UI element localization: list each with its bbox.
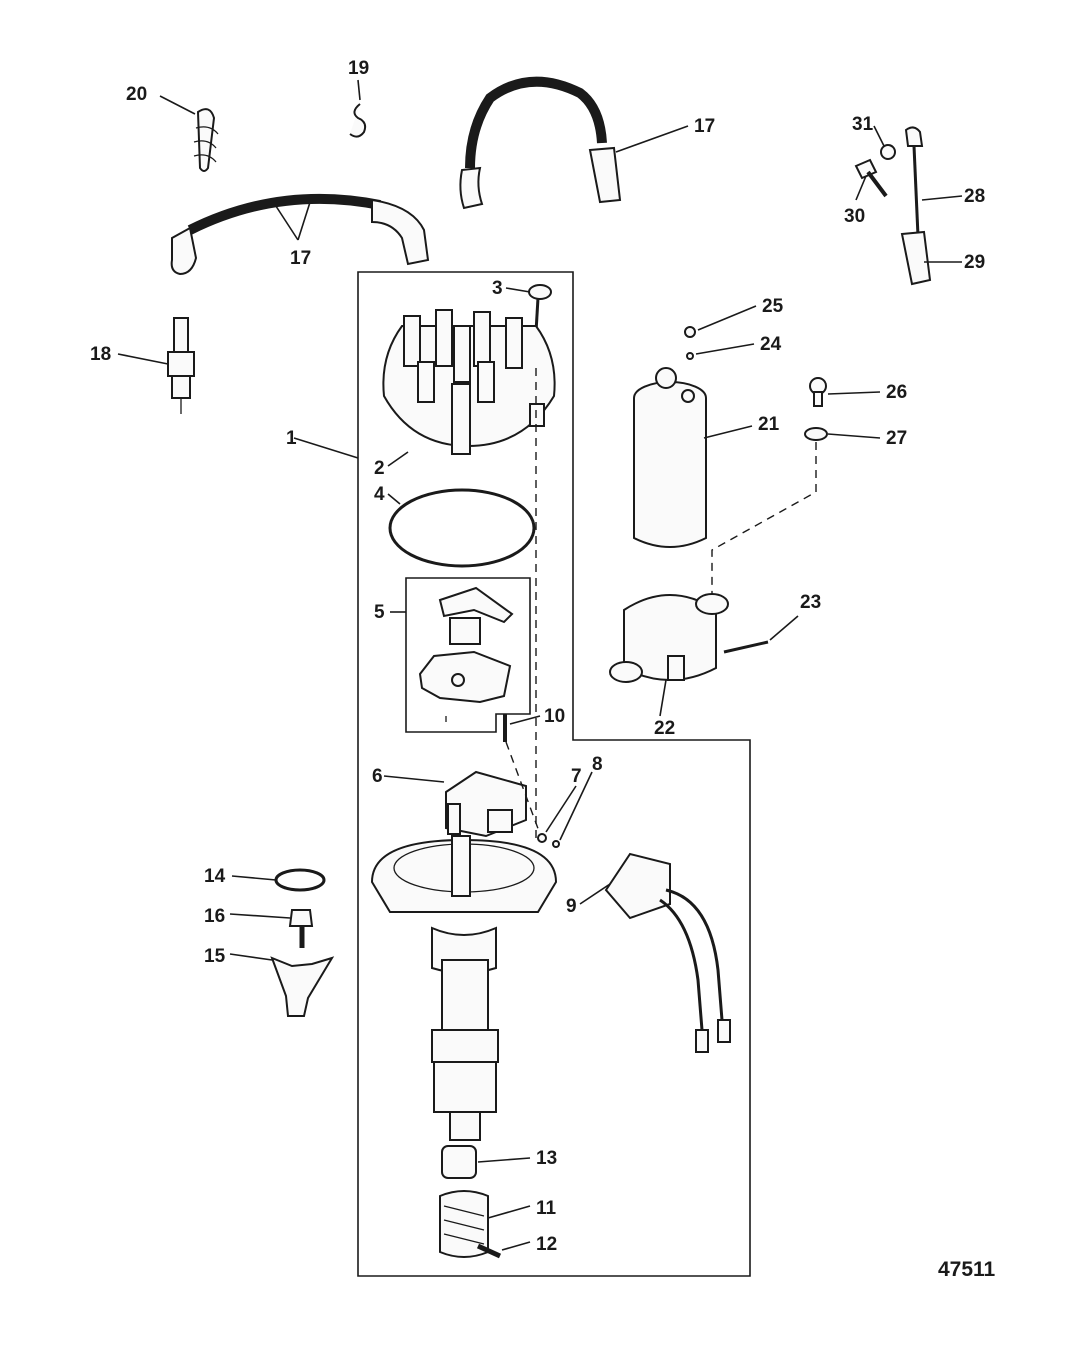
callout-2: 2 xyxy=(374,458,385,479)
callout-8: 8 xyxy=(592,754,603,775)
washer-7-part xyxy=(537,833,547,843)
bracket-hardware-part xyxy=(854,126,932,286)
callout-18: 18 xyxy=(90,344,111,365)
clamp-15-part xyxy=(270,956,335,1017)
callout-4: 4 xyxy=(374,484,385,505)
distributor-housing-part xyxy=(370,835,558,1141)
harness-9-part xyxy=(604,852,731,1053)
callout-26: 26 xyxy=(886,382,907,403)
callout-21: 21 xyxy=(758,414,780,435)
leader-lines xyxy=(117,79,963,1251)
screw-26-part xyxy=(809,377,827,407)
nut-25-part xyxy=(684,326,696,338)
bushing-13-part xyxy=(441,1145,477,1179)
assembly-outline xyxy=(357,271,751,1277)
callout-24: 24 xyxy=(760,334,782,355)
callout-17-top: 17 xyxy=(694,116,715,137)
callout-19: 19 xyxy=(348,58,369,79)
callout-20: 20 xyxy=(126,84,147,105)
callout-22: 22 xyxy=(654,718,675,739)
wire-separator-20-part xyxy=(193,108,219,172)
callout-16: 16 xyxy=(204,906,225,927)
washer-14-part xyxy=(274,868,326,892)
rotor-kit-5-part xyxy=(405,577,531,733)
drive-gear-11-part xyxy=(439,1190,489,1258)
callout-3: 3 xyxy=(492,278,503,299)
bolt-16-part xyxy=(288,909,314,948)
spark-plug-wire-straight-part xyxy=(170,193,430,276)
callout-27: 27 xyxy=(886,428,907,449)
callout-31: 31 xyxy=(852,114,874,135)
callout-25: 25 xyxy=(762,296,784,317)
ignition-module-6-part xyxy=(445,770,527,838)
callout-30: 30 xyxy=(844,206,865,227)
callout-10: 10 xyxy=(544,706,565,727)
cap-seal-4-part xyxy=(388,488,536,568)
figure-number: 47511 xyxy=(938,1258,996,1281)
callout-28: 28 xyxy=(964,186,985,207)
callout-12: 12 xyxy=(536,1234,557,1255)
callout-13: 13 xyxy=(536,1148,557,1169)
callout-23: 23 xyxy=(800,592,821,613)
callout-11: 11 xyxy=(536,1198,557,1219)
roll-pin-12-part xyxy=(476,1243,502,1259)
coil-bracket-22-part xyxy=(609,593,729,683)
spark-plug-wire-arch-part xyxy=(459,76,622,210)
spark-plug-18-part xyxy=(167,317,195,414)
callout-6: 6 xyxy=(372,766,383,787)
callout-5: 5 xyxy=(374,602,385,623)
washer-24-part xyxy=(686,352,694,360)
ignition-coil-21-part xyxy=(633,367,707,548)
callout-7: 7 xyxy=(571,766,582,787)
callout-29: 29 xyxy=(964,252,985,273)
callout-9: 9 xyxy=(566,896,577,917)
callout-15: 15 xyxy=(204,946,226,967)
wire-clip-19-part xyxy=(349,103,367,138)
screw-23-part xyxy=(723,640,769,654)
callout-14: 14 xyxy=(204,866,226,887)
distributor-cap-2-part xyxy=(382,309,556,455)
callout-1: 1 xyxy=(286,428,297,449)
nut-8-part xyxy=(552,840,560,848)
callout-17-middle: 17 xyxy=(290,248,311,269)
washer-27-part xyxy=(804,427,828,441)
